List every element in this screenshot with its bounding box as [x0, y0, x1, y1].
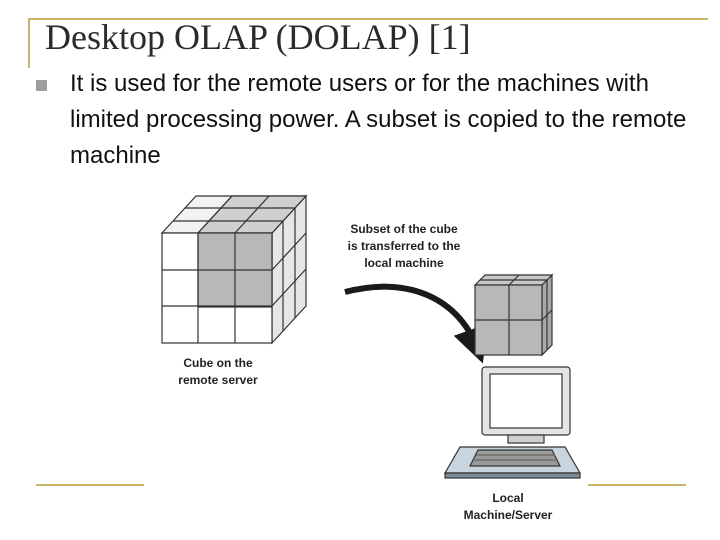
left-vertical-rule — [28, 18, 30, 68]
subset-transfer-label: Subset of the cube is transferred to the… — [322, 221, 486, 272]
remote-cube-label: Cube on the remote server — [150, 355, 286, 389]
slide-title: Desktop OLAP (DOLAP) [1] — [45, 17, 471, 57]
cube-label-line1: Cube on the — [183, 356, 253, 370]
top-rule — [28, 18, 708, 20]
remote-cube — [160, 194, 308, 345]
subset-label-line2: is transferred to the — [347, 239, 461, 253]
local-label-line2: Machine/Server — [463, 508, 553, 522]
bottom-rule-left — [36, 484, 144, 486]
subset-cube — [473, 273, 554, 357]
local-label-line1: Local — [492, 491, 524, 505]
bullet-text: It is used for the remote users or for t… — [70, 70, 687, 169]
local-machine-label: Local Machine/Server — [438, 490, 578, 524]
bottom-rule-right — [588, 484, 686, 486]
monitor-screen — [489, 373, 563, 429]
transfer-arrow — [344, 283, 488, 364]
cube-label-line2: remote server — [178, 373, 258, 387]
subset-label-line1: Subset of the cube — [350, 222, 458, 236]
bullet-marker — [36, 80, 47, 91]
local-machine — [443, 366, 582, 479]
monitor-stand — [507, 434, 545, 444]
subset-label-line3: local machine — [364, 256, 444, 270]
